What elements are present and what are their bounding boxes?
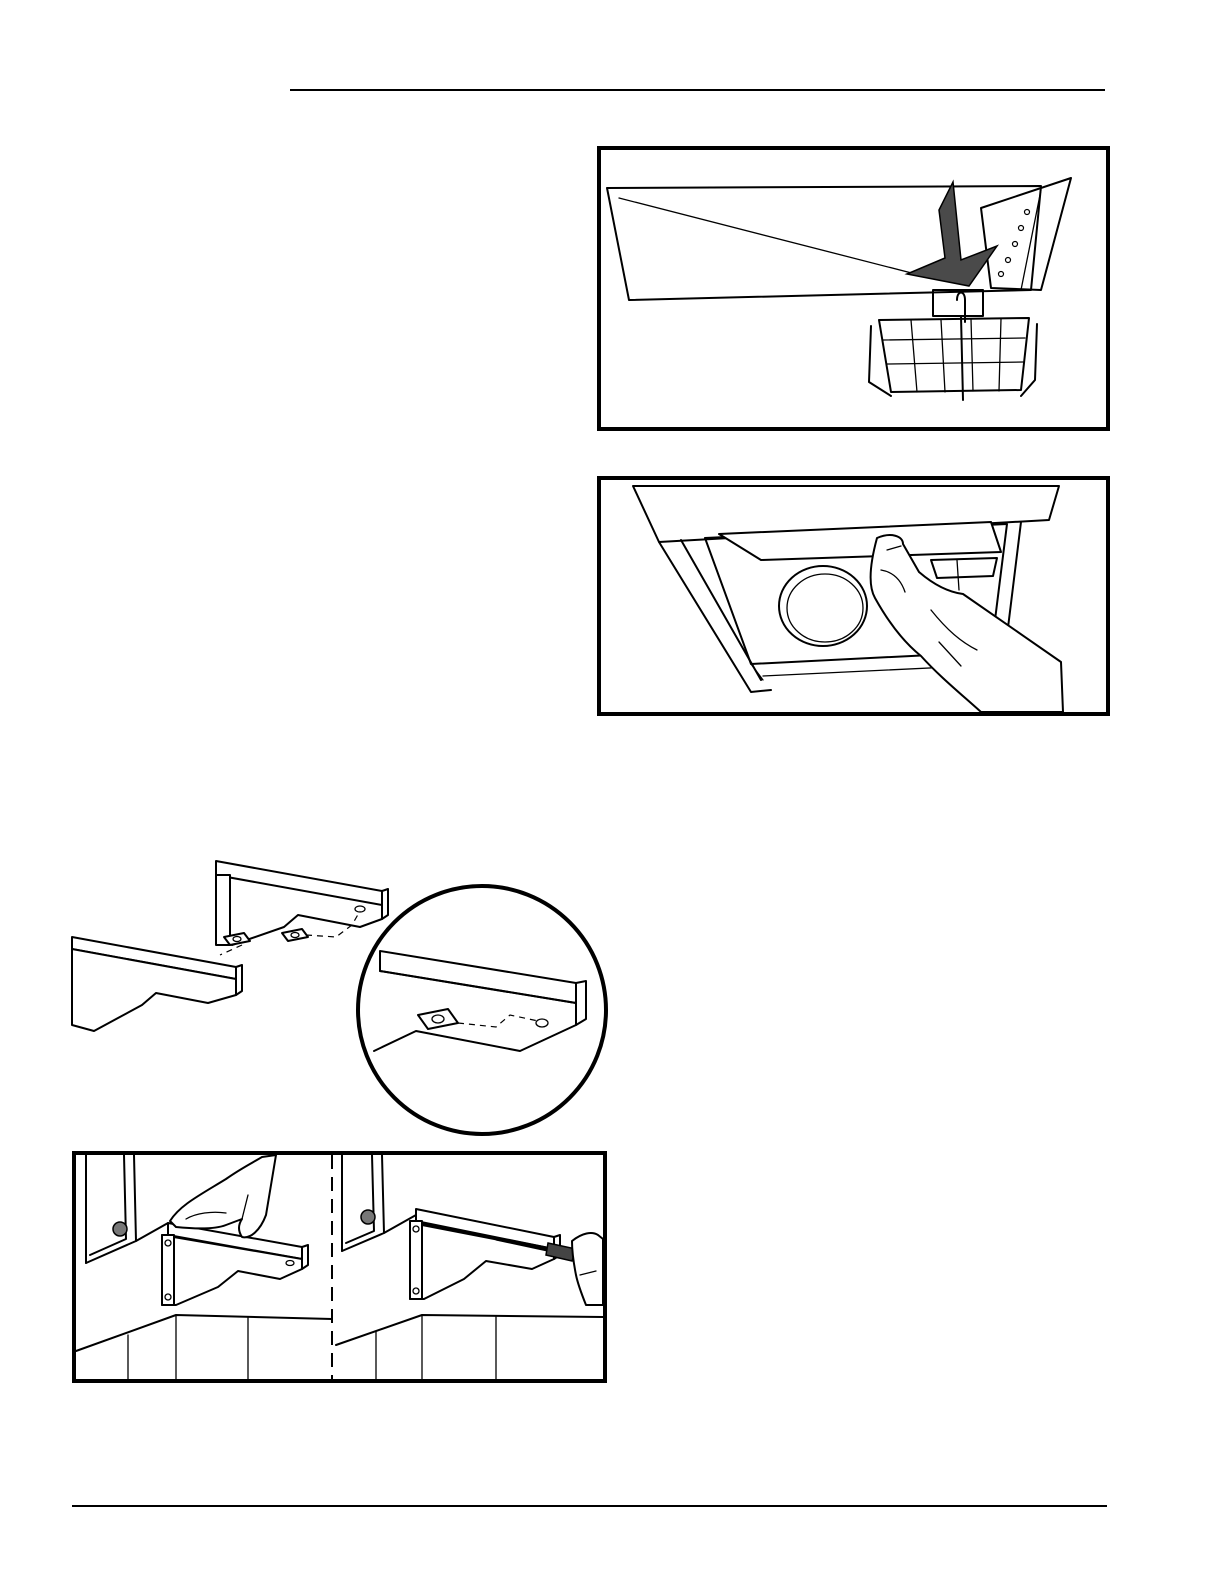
magnified-detail — [358, 886, 606, 1134]
drip-pan-hook-illustration — [601, 150, 1106, 427]
bracket-install-illustration — [76, 1155, 603, 1379]
footer-rule — [72, 1505, 1107, 1507]
bracket-assembly-illustration — [60, 855, 610, 1140]
figure-bracket-install — [72, 1151, 607, 1383]
figure-drip-pan-hook — [597, 146, 1110, 431]
figure-bracket-assembly — [60, 855, 610, 1140]
remove-drip-pan-illustration — [601, 480, 1106, 712]
header-rule — [290, 89, 1105, 91]
figure-remove-drip-pan — [597, 476, 1110, 716]
